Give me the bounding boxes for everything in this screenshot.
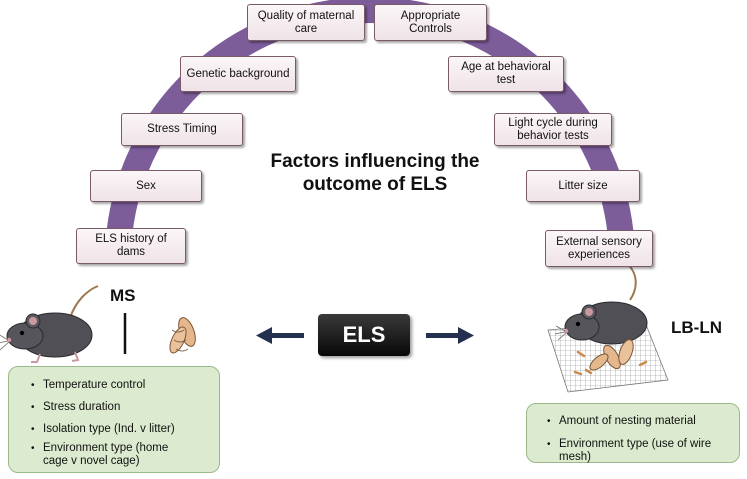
- ms-factor-item: Environment type (home cage v novel cage…: [29, 442, 193, 468]
- factor-appropriate-controls: Appropriate Controls: [374, 4, 487, 41]
- lbln-factor-item: Amount of nesting material: [545, 415, 733, 428]
- lbln-factors-list: Amount of nesting material Environment t…: [545, 415, 733, 464]
- lbln-pups-icon: [573, 339, 648, 376]
- factor-age-at-behavioral-test: Age at behavioral test: [448, 56, 564, 92]
- factor-light-cycle: Light cycle during behavior tests: [494, 113, 612, 146]
- lbln-factors-box: Amount of nesting material Environment t…: [526, 403, 740, 463]
- title-line-2: outcome of ELS: [302, 174, 448, 195]
- factor-stress-timing: Stress Timing: [121, 113, 243, 146]
- factor-litter-size: Litter size: [526, 170, 640, 202]
- ms-factors-list: Temperature control Stress duration Isol…: [29, 379, 209, 468]
- lbln-mouse-icon: [554, 261, 648, 345]
- ms-mouse-icon: [0, 285, 99, 363]
- right-arrow-icon: [426, 327, 474, 344]
- ms-factor-item: Isolation type (Ind. v litter): [29, 423, 209, 436]
- lbln-label: LB-LN: [671, 318, 722, 337]
- factor-genetic-background: Genetic background: [180, 56, 296, 92]
- ms-pups-icon: [169, 317, 196, 354]
- lbln-factor-item: Environment type (use of wire mesh): [545, 438, 733, 464]
- els-center-box: ELS: [318, 314, 410, 356]
- ms-label: MS: [110, 286, 136, 305]
- ms-factor-item: Temperature control: [29, 379, 209, 392]
- factor-quality-of-maternal-care: Quality of maternal care: [247, 4, 365, 41]
- diagram-title: Factors influencing the outcome of ELS: [230, 150, 520, 196]
- ms-factor-item: Stress duration: [29, 401, 209, 414]
- factor-sex: Sex: [90, 170, 202, 202]
- factor-external-sensory-experiences: External sensory experiences: [545, 230, 653, 267]
- els-center-label: ELS: [342, 322, 386, 347]
- ms-factors-box: Temperature control Stress duration Isol…: [8, 366, 220, 473]
- left-arrow-icon: [256, 327, 304, 344]
- title-line-1: Factors influencing the: [270, 151, 480, 172]
- factor-els-history-of-dams: ELS history of dams: [76, 228, 186, 264]
